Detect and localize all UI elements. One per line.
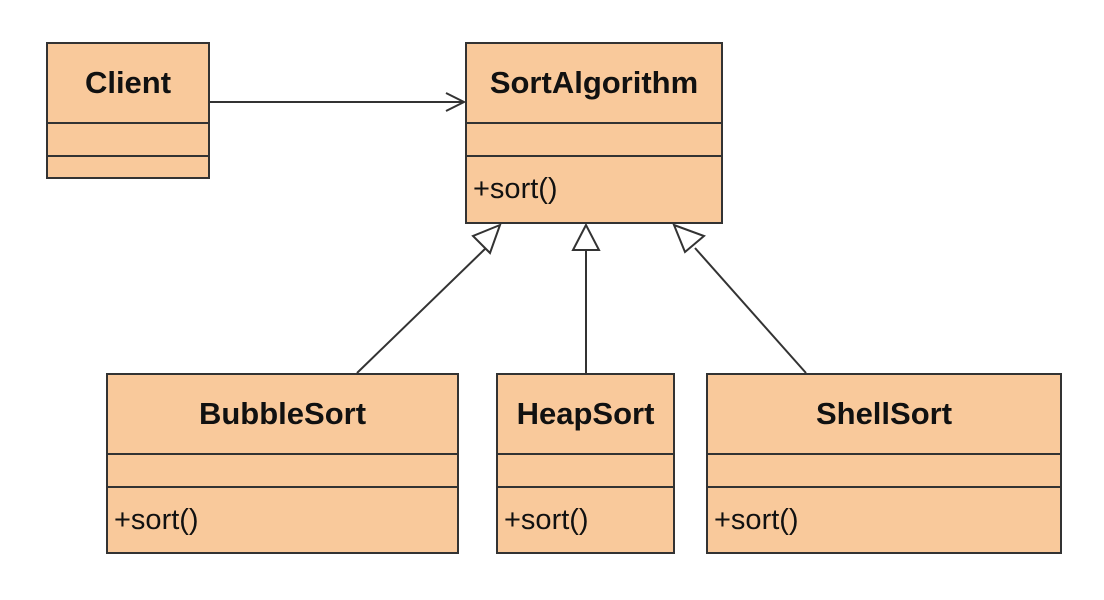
- class-sortalgorithm-name: SortAlgorithm: [467, 44, 721, 124]
- class-sortalgorithm-operations: +sort(): [473, 173, 558, 205]
- class-sortalgorithm-attributes: [467, 124, 721, 157]
- class-heapsort-attributes: [498, 455, 673, 488]
- class-sortalgorithm: SortAlgorithm +sort(): [465, 42, 723, 224]
- class-shellsort-operations: +sort(): [714, 503, 799, 536]
- class-shellsort: ShellSort +sort(): [706, 373, 1062, 554]
- class-client-operations: [48, 157, 208, 177]
- class-heapsort: HeapSort +sort(): [496, 373, 675, 554]
- generalization-heapsort: [571, 222, 601, 373]
- class-shellsort-name: ShellSort: [708, 375, 1060, 455]
- association-client-to-sortalgorithm: [210, 92, 467, 112]
- class-bubblesort: BubbleSort +sort(): [106, 373, 459, 554]
- class-heapsort-name: HeapSort: [498, 375, 673, 455]
- class-bubblesort-attributes: [108, 455, 457, 488]
- class-client-attributes: [48, 124, 208, 157]
- class-bubblesort-name: BubbleSort: [108, 375, 457, 455]
- class-heapsort-operations: +sort(): [504, 503, 589, 536]
- class-client-name: Client: [48, 44, 208, 124]
- class-shellsort-attributes: [708, 455, 1060, 488]
- generalization-bubblesort: [356, 223, 502, 374]
- class-bubblesort-operations: +sort(): [114, 503, 199, 536]
- generalization-shellsort: [672, 223, 807, 374]
- class-client: Client: [46, 42, 210, 179]
